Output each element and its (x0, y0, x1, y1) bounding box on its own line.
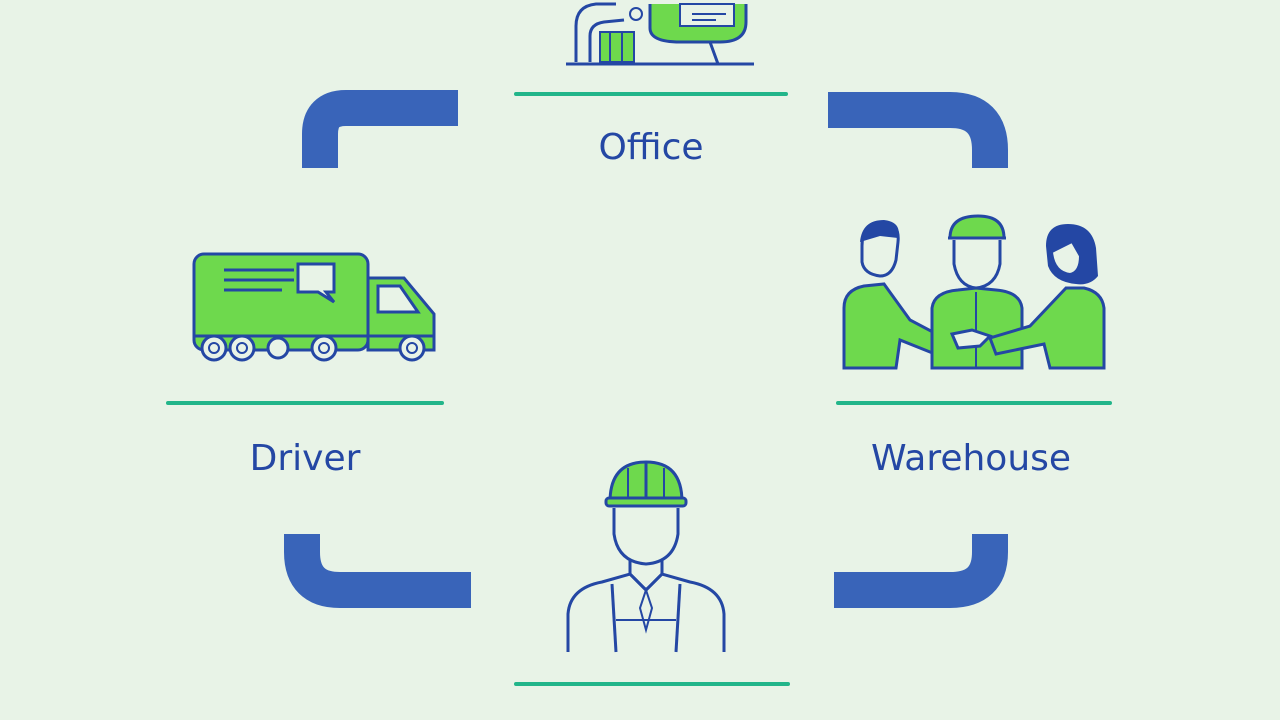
driver-divider (166, 401, 444, 405)
office-label: Office (598, 127, 704, 168)
office-divider (514, 92, 788, 96)
warehouse-label: Warehouse (870, 438, 1072, 479)
office-desk-icon (566, 2, 754, 66)
team-handshake-icon (842, 214, 1106, 370)
driver-label: Driver (249, 438, 361, 479)
delivery-truck-icon (192, 252, 436, 362)
worker-divider (514, 682, 790, 686)
warehouse-divider (836, 401, 1112, 405)
hard-hat-worker-icon (566, 460, 726, 653)
